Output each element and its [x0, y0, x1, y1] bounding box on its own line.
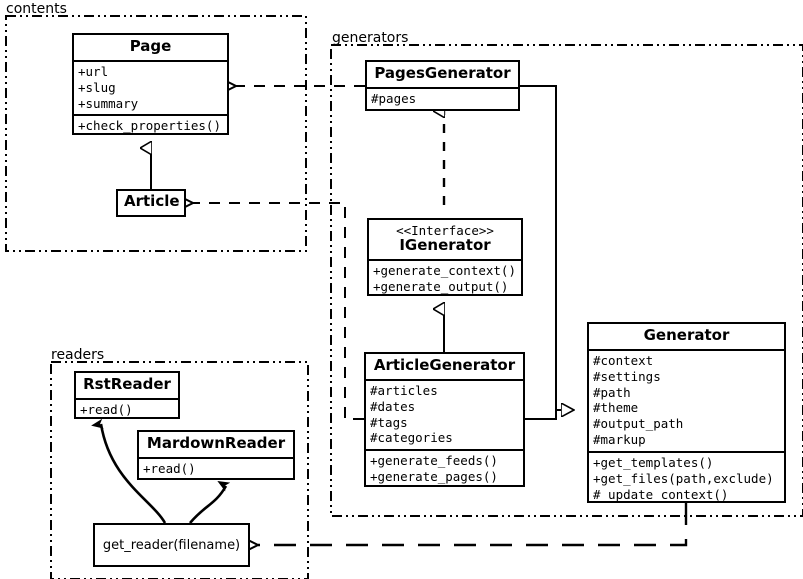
attribute: #markup [593, 432, 646, 448]
package-border-contents [5, 15, 307, 252]
attribute: #context [593, 352, 654, 368]
class-operations-generator: +get_templates() +get_files(path,exclude… [589, 451, 784, 506]
operation: +generate_pages() [370, 469, 498, 485]
class-name-igenerator: IGenerator [399, 236, 491, 254]
package-border-readers [50, 361, 309, 579]
class-operations-rstreader: +read() [76, 397, 178, 421]
package-label-generators: generators [332, 30, 409, 46]
class-operations-articlegenerator: +generate_feeds() +generate_pages() [366, 449, 523, 488]
class-title-article: Article [124, 192, 180, 210]
attribute: +summary [78, 95, 139, 111]
class-title-mardownreader: MardownReader [146, 434, 286, 452]
operation: +generate_feeds() [370, 453, 498, 469]
attribute: #theme [593, 400, 639, 416]
package-label-readers: readers [51, 347, 105, 363]
operation: +check_properties() [78, 118, 221, 134]
class-box-igenerator[interactable]: <<Interface>> IGenerator +generate_conte… [367, 218, 523, 296]
package-border-generators [330, 44, 803, 517]
operation: +read() [143, 460, 196, 476]
class-attributes-generator: #context #settings #path #theme #output_… [589, 348, 784, 451]
operation: +generate_context() [373, 262, 516, 278]
class-title-igenerator: <<Interface>> IGenerator [369, 220, 521, 259]
relationship-getreader-creates-rstreader [91, 418, 167, 524]
package-label-contents: contents [6, 1, 67, 17]
operation: +get_templates() [593, 455, 714, 470]
attribute: +slug [78, 79, 116, 95]
class-box-generator[interactable]: Generator #context #settings #path #them… [587, 322, 786, 503]
attribute: #articles [370, 382, 438, 398]
relationship-articlegenerator-depends-article [193, 203, 364, 420]
operation: +read() [80, 401, 133, 417]
class-operations-mardownreader: +read() [139, 456, 293, 480]
attribute: +url [78, 63, 109, 79]
class-title-articlegenerator: ArticleGenerator [373, 356, 516, 374]
class-attributes-pagesgenerator: #pages [367, 86, 518, 110]
function-box-get-reader[interactable]: get_reader(filename) [93, 523, 250, 567]
function-box-label: get_reader(filename) [102, 537, 241, 553]
class-operations-igenerator: +generate_context() +generate_output() [369, 258, 521, 298]
class-attributes-articlegenerator: #articles #dates #tags #categories [366, 378, 523, 450]
class-box-pagesgenerator[interactable]: PagesGenerator #pages [365, 60, 520, 111]
attribute: #output_path [593, 416, 684, 432]
class-title-pagesgenerator: PagesGenerator [374, 64, 511, 82]
operation: +generate_output() [373, 278, 509, 294]
relationship-getreader-creates-mardownreader [189, 480, 231, 524]
class-title-page: Page [129, 37, 172, 55]
class-title-generator: Generator [643, 326, 730, 344]
class-attributes-page: +url +slug +summary [74, 59, 227, 115]
class-box-rstreader[interactable]: RstReader +read() [74, 371, 180, 419]
class-stereotype-igenerator: <<Interface>> [396, 223, 494, 238]
attribute: #settings [593, 368, 661, 384]
class-box-mardownreader[interactable]: MardownReader +read() [137, 430, 295, 480]
class-box-article[interactable]: Article [116, 189, 186, 217]
attribute: #tags [370, 414, 408, 430]
attribute: #categories [370, 430, 453, 446]
relationship-articlegenerator-inherits-generator [525, 410, 557, 420]
class-box-page[interactable]: Page +url +slug +summary +check_properti… [72, 33, 229, 135]
relationship-generator-depends-getreader [258, 503, 688, 545]
operation: #_update_context() [593, 486, 729, 502]
operation: +get_files(path,exclude) [593, 470, 774, 486]
class-title-rstreader: RstReader [83, 375, 171, 393]
attribute: #path [593, 384, 631, 400]
relationship-pagesgenerator-inherits-generator [520, 85, 574, 410]
attribute: #pages [371, 90, 417, 106]
class-operations-page: +check_properties() [74, 114, 227, 137]
class-box-articlegenerator[interactable]: ArticleGenerator #articles #dates #tags … [364, 352, 525, 487]
attribute: #dates [370, 398, 416, 414]
